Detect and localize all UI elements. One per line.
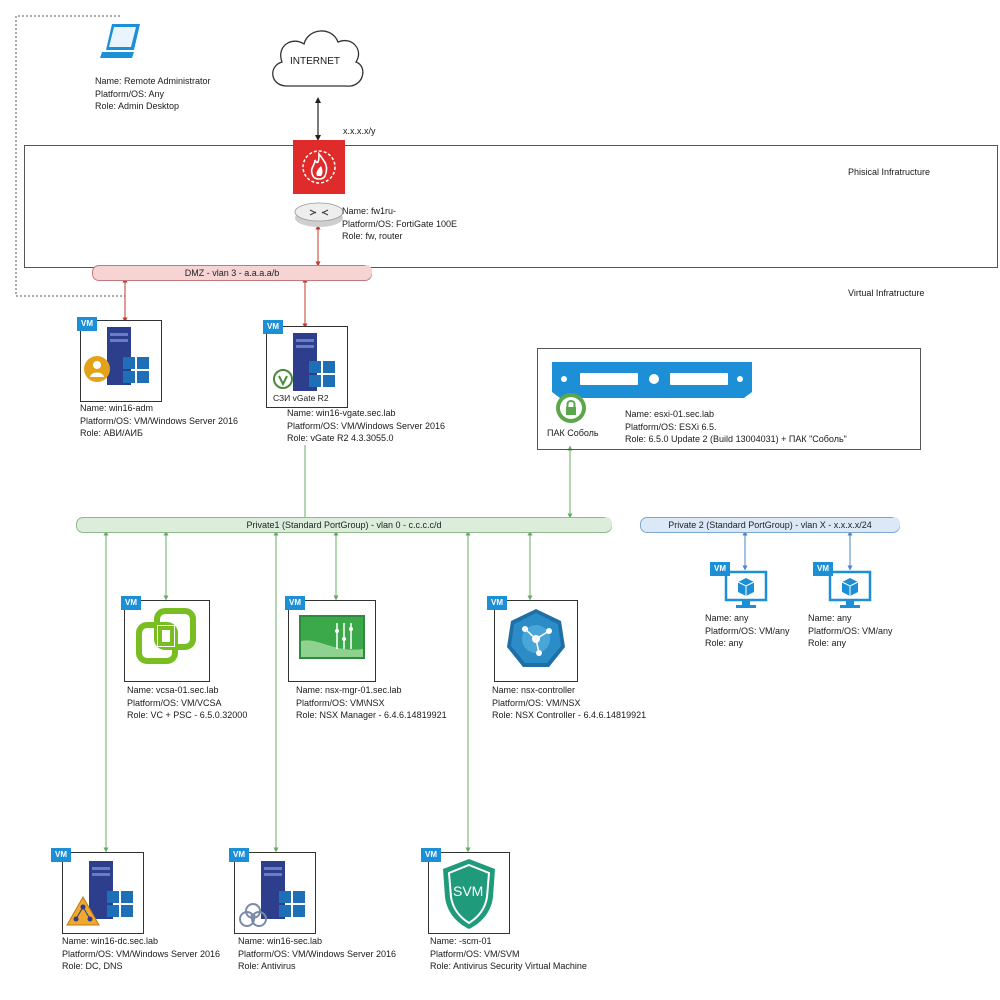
fortigate-icon: [293, 140, 345, 194]
remote-admin-node: [100, 20, 144, 64]
generic-vm-b-node: [826, 570, 874, 610]
virtual-zone-label: Virtual Infratructure: [848, 288, 925, 298]
vcsa-node: [124, 600, 210, 682]
svm-icon-text: SVM: [453, 883, 484, 899]
shield-icon: [443, 859, 495, 929]
win16-sec-node: [234, 852, 316, 934]
router-icon: [294, 200, 344, 228]
dmz-network-bus: DMZ - vlan 3 - a.a.a.a/b: [92, 265, 372, 281]
nsx-controller-node: [494, 600, 578, 682]
firewall-label: Name: fw1ru- Platform/OS: FortiGate 100E…: [342, 206, 458, 241]
generic-vm-a-label: Name: any Platform/OS: VM/any Role: any: [705, 613, 790, 648]
nsx-manager-icon: [299, 615, 365, 659]
vm-badge: VM: [121, 596, 141, 610]
monitor-icon: [828, 570, 872, 608]
private1-network-label: Private1 (Standard PortGroup) - vlan 0 -…: [246, 520, 442, 530]
win16-adm-node: [80, 320, 162, 402]
win16-vgate-node: СЗИ vGate R2: [266, 326, 348, 408]
server-chassis-icon: [548, 356, 758, 404]
vm-badge: VM: [813, 562, 833, 576]
sobol-badge: ПАК Соболь: [547, 428, 599, 438]
vcsa-label: Name: vcsa-01.sec.lab Platform/OS: VM/VC…: [127, 685, 248, 720]
physical-zone-label: Phisical Infratructure: [848, 167, 931, 177]
win16-vgate-label: Name: win16-vgate.sec.lab Platform/OS: V…: [287, 408, 446, 443]
private2-network-label: Private 2 (Standard PortGroup) - vlan X …: [668, 520, 872, 530]
win16-dc-node: [62, 852, 144, 934]
cloud-icon: [272, 30, 364, 87]
win16-dc-label: Name: win16-dc.sec.lab Platform/OS: VM/W…: [62, 936, 221, 971]
vgate-badge: СЗИ vGate R2: [273, 393, 329, 403]
sobol-lock-icon: [555, 392, 587, 424]
internet-label: INTERNET: [290, 56, 340, 67]
generic-vm-b-label: Name: any Platform/OS: VM/any Role: any: [808, 613, 893, 648]
esxi-label: Name: esxi-01.sec.lab Platform/OS: ESXi …: [625, 409, 847, 444]
nsx-manager-label: Name: nsx-mgr-01.sec.lab Platform/OS: VM…: [296, 685, 447, 720]
laptop-icon: [100, 24, 140, 58]
svm-node: SVM: [428, 852, 510, 934]
esxi-host-node: [537, 348, 921, 450]
vm-badge: VM: [285, 596, 305, 610]
vm-badge: VM: [487, 596, 507, 610]
nsx-controller-icon: [507, 609, 565, 667]
windows-server-admin-icon: [84, 327, 149, 385]
domain-controller-icon: [66, 861, 133, 926]
vcenter-icon: [136, 608, 196, 664]
vm-badge: VM: [229, 848, 249, 862]
dmz-network-label: DMZ - vlan 3 - a.a.a.a/b: [184, 268, 280, 278]
vm-badge: VM: [77, 317, 97, 331]
private1-network-bus: Private1 (Standard PortGroup) - vlan 0 -…: [76, 517, 612, 533]
antivirus-server-icon: [239, 861, 305, 927]
wan-address: x.x.x.x/y: [343, 126, 376, 136]
generic-vm-a-node: [722, 570, 770, 610]
vm-badge: VM: [51, 848, 71, 862]
nsx-manager-node: [288, 600, 376, 682]
remote-admin-label: Name: Remote Administrator Platform/OS: …: [95, 76, 211, 111]
svm-label: Name: -scm-01 Platform/OS: VM/SVM Role: …: [430, 936, 587, 971]
internet-cloud: INTERNET: [262, 16, 368, 102]
windows-server-vgate-icon: [273, 333, 335, 391]
vm-badge: VM: [263, 320, 283, 334]
vm-badge: VM: [421, 848, 441, 862]
monitor-icon: [724, 570, 768, 608]
win16-sec-label: Name: win16-sec.lab Platform/OS: VM/Wind…: [238, 936, 397, 971]
win16-adm-label: Name: win16-adm Platform/OS: VM/Windows …: [80, 403, 239, 438]
private2-network-bus: Private 2 (Standard PortGroup) - vlan X …: [640, 517, 900, 533]
physical-infrastructure-zone: [24, 145, 998, 268]
nsx-controller-label: Name: nsx-controller Platform/OS: VM/NSX…: [492, 685, 647, 720]
